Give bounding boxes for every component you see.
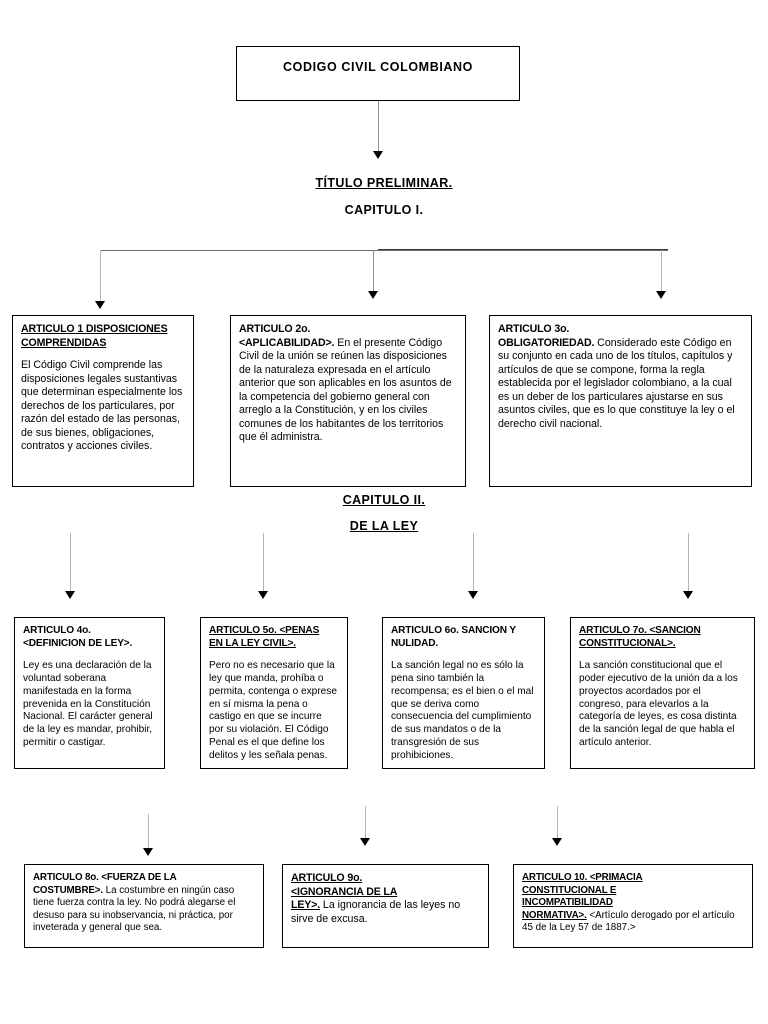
node-articulo-4: ARTICULO 4o. <DEFINICION DE LEY>. Ley es… [14, 617, 165, 769]
articulo-7-title-line2: CONSTITUCIONAL>. [579, 637, 676, 649]
connector-drop-art8 [148, 814, 149, 850]
node-articulo-5: ARTICULO 5o. <PENAS EN LA LEY CIVIL>. Pe… [200, 617, 348, 769]
arrowhead-art6 [468, 591, 478, 599]
articulo-10-title-line1: ARTICULO 10. <PRIMACIA [522, 872, 643, 883]
connector-drop-art1 [100, 250, 101, 303]
articulo-9-title-line3-with-body: LEY>. La ignorancia de las leyes no sirv… [291, 899, 480, 926]
node-articulo-6: ARTICULO 6o. SANCION Y NULIDAD. La sanci… [382, 617, 545, 769]
articulo-2-title-line2-with-body: <APLICABILIDAD>. En el presente Código C… [239, 337, 457, 445]
connector-root-to-titulo [378, 101, 379, 152]
articulo-5-title-line1: ARTICULO 5o. <PENAS [209, 625, 320, 636]
articulo-3-title-line1: ARTICULO 3o. [498, 323, 570, 335]
heading-titulo-preliminar: TÍTULO PRELIMINAR. [315, 176, 453, 190]
articulo-10-title-line4: NORMATIVA>. [522, 909, 587, 921]
connector-drop-art10 [557, 806, 558, 840]
heading-capitulo-2: CAPITULO II. [342, 493, 426, 507]
articulo-9-title-line3: LEY>. [291, 899, 320, 912]
heading-de-la-ley-text: DE LA LEY [343, 519, 425, 533]
articulo-8-title-line2: COSTUMBRE>. [33, 884, 103, 896]
arrowhead-art10 [552, 838, 562, 846]
root-node-codigo-civil-colombiano: CODIGO CIVIL COLOMBIANO [236, 46, 520, 101]
arrowhead-art3 [656, 291, 666, 299]
node-articulo-7: ARTICULO 7o. <SANCION CONSTITUCIONAL>. L… [570, 617, 755, 769]
articulo-7-title-line1: ARTICULO 7o. <SANCION [579, 625, 701, 636]
articulo-4-body: Ley es una declaración de la voluntad so… [23, 659, 153, 749]
arrowhead-art4 [65, 591, 75, 599]
articulo-6-body: La sanción legal no es sólo la pena sino… [391, 659, 534, 762]
connector-drop-art6 [473, 531, 474, 593]
arrowhead-art8 [143, 848, 153, 856]
articulo-4-title-line1: ARTICULO 4o. [23, 625, 91, 636]
articulo-2-title-line1: ARTICULO 2o. [239, 323, 311, 335]
connector-drop-art3 [661, 250, 662, 293]
connector-drop-art7 [688, 531, 689, 593]
articulo-1-body: El Código Civil comprende las disposicio… [21, 359, 183, 453]
articulo-9-body: La ignorancia de las leyes no sirve de e… [291, 899, 461, 925]
articulo-10-body: <Artículo derogado por el artículo 45 de… [522, 909, 735, 934]
node-articulo-1: ARTICULO 1 DISPOSICIONES COMPRENDIDAS El… [12, 315, 194, 487]
articulo-10-title-line3: INCOMPATIBILIDAD [522, 897, 613, 909]
articulo-7-body: La sanción constitucional que el poder e… [579, 659, 738, 749]
articulo-6-title-line1: ARTICULO 6o. SANCION Y [391, 625, 516, 636]
connector-bus-capitulo-1 [100, 250, 668, 251]
articulo-1-title-line1: ARTICULO 1 DISPOSICIONES [21, 323, 168, 335]
connector-bus-capitulo-1-right [378, 249, 668, 250]
node-articulo-8: ARTICULO 8o. <FUERZA DE LA COSTUMBRE>. L… [24, 864, 264, 948]
arrowhead-art2 [368, 291, 378, 299]
articulo-9-title-line1: ARTICULO 9o. [291, 872, 363, 884]
node-articulo-3: ARTICULO 3o. OBLIGATORIEDAD. Considerado… [489, 315, 752, 487]
articulo-10-title-line4-with-body: NORMATIVA>. <Artículo derogado por el ar… [522, 910, 744, 935]
arrowhead-art7 [683, 591, 693, 599]
articulo-10-title-line2: CONSTITUCIONAL E [522, 884, 617, 896]
heading-capitulo-1: CAPITULO I. [344, 203, 424, 217]
articulo-2-body: En el presente Código Civil de la unión … [239, 336, 452, 444]
connector-drop-art4 [70, 531, 71, 593]
node-articulo-9: ARTICULO 9o. <IGNORANCIA DE LA LEY>. La … [282, 864, 489, 948]
articulo-9-title-line2: <IGNORANCIA DE LA [291, 885, 398, 898]
node-articulo-2: ARTICULO 2o. <APLICABILIDAD>. En el pres… [230, 315, 466, 487]
articulo-8-title-line2-with-body: COSTUMBRE>. La costumbre en ningún caso … [33, 885, 255, 935]
articulo-3-body: Considerado este Código en su conjunto e… [498, 336, 735, 430]
arrowhead-art5 [258, 591, 268, 599]
arrowhead-art1 [95, 301, 105, 309]
heading-capitulo-2-subtitle: DE LA LEY [0, 519, 768, 533]
node-articulo-10: ARTICULO 10. <PRIMACIA CONSTITUCIONAL E … [513, 864, 753, 948]
articulo-2-title-line2: <APLICABILIDAD>. [239, 336, 335, 349]
articulo-6-title-line2: NULIDAD. [391, 637, 439, 649]
articulo-4-title-line2: <DEFINICION DE LEY>. [23, 637, 133, 649]
connector-drop-art2 [373, 250, 374, 293]
articulo-3-title-line2-with-body: OBLIGATORIEDAD. Considerado este Código … [498, 337, 743, 432]
connector-drop-art5 [263, 531, 264, 593]
root-node-title: CODIGO CIVIL COLOMBIANO [283, 60, 473, 74]
connector-drop-art9 [365, 806, 366, 840]
articulo-1-title-line2: COMPRENDIDAS [21, 336, 107, 349]
arrowhead-root-to-titulo [373, 151, 383, 159]
articulo-8-body: La costumbre en ningún caso tiene fuerza… [33, 884, 236, 934]
articulo-3-title-line2: OBLIGATORIEDAD. [498, 336, 595, 349]
arrowhead-art9 [360, 838, 370, 846]
articulo-5-body: Pero no es necesario que la ley que mand… [209, 659, 337, 762]
articulo-8-title-line1: ARTICULO 8o. <FUERZA DE LA [33, 872, 177, 883]
articulo-5-title-line2: EN LA LEY CIVIL>. [209, 637, 296, 649]
